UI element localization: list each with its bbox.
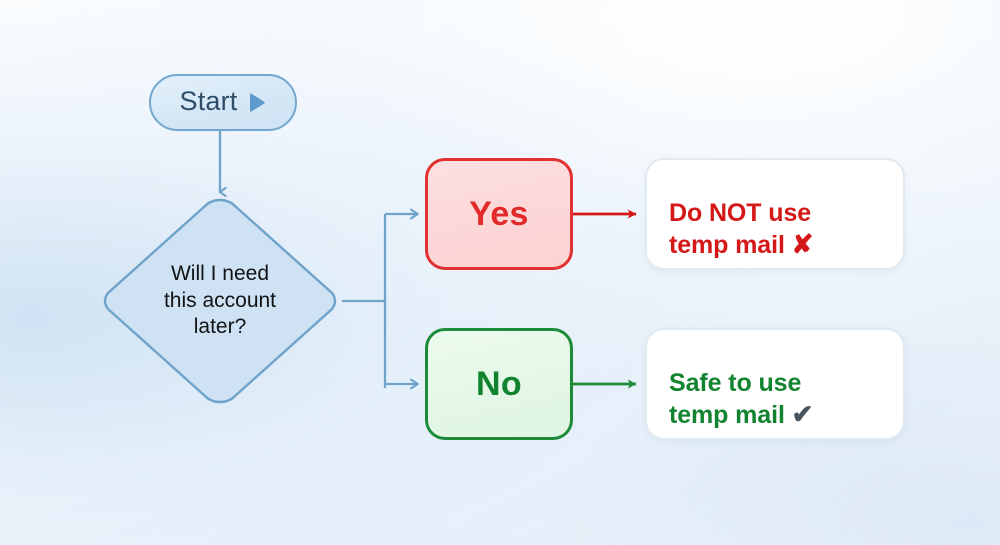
start-node[interactable]: Start: [149, 74, 297, 131]
outcome-text-safe: Safe to use temp mail ✔: [669, 338, 813, 431]
outcome-danger-lines: Do NOT use temp mail: [669, 199, 812, 259]
cross-mark-icon: ✘: [791, 228, 814, 259]
check-mark-icon: ✔: [791, 398, 814, 429]
branch-label-no: No: [476, 365, 522, 403]
start-label: Start: [179, 86, 238, 116]
decision-question: Will I need this account later?: [163, 261, 277, 339]
branch-label-yes: Yes: [469, 195, 529, 233]
outcome-card-safe[interactable]: Safe to use temp mail ✔: [645, 328, 905, 440]
diamond-shape-icon: [103, 198, 337, 404]
decision-node[interactable]: Will I need this account later?: [98, 196, 342, 406]
outcome-card-danger[interactable]: Do NOT use temp mail ✘: [645, 158, 905, 270]
outcome-safe-lines: Safe to use temp mail: [669, 369, 802, 429]
play-triangle-icon: [249, 93, 265, 112]
connector-decision-to-branches: [342, 208, 419, 390]
branch-node-no[interactable]: No: [425, 328, 573, 440]
outcome-text-danger: Do NOT use temp mail ✘: [669, 168, 813, 261]
branch-node-yes[interactable]: Yes: [425, 158, 573, 270]
